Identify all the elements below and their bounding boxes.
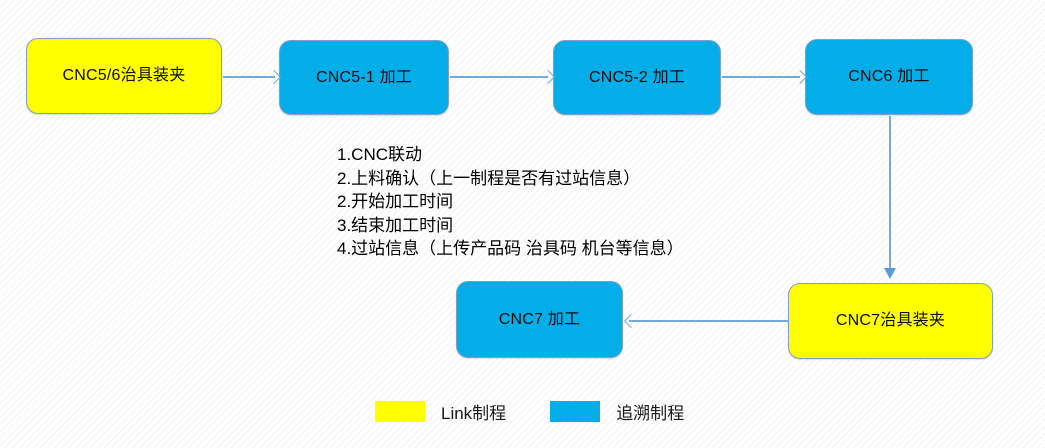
requirements-note: 1.CNC联动 2.上料确认（上一制程是否有过站信息） 2.开始加工时间 3.结… bbox=[337, 143, 684, 261]
node-label: CNC6 加工 bbox=[848, 68, 930, 85]
legend-label: Link制程 bbox=[441, 404, 507, 423]
requirement-line: 2.开始加工时间 bbox=[337, 192, 454, 211]
requirement-line: 1.CNC联动 bbox=[337, 145, 423, 164]
node-label: CNC5-2 加工 bbox=[588, 68, 686, 86]
connector-cnc5-2-to-cnc6 bbox=[722, 76, 800, 78]
node-label: CNC7 加工 bbox=[498, 310, 581, 328]
arrowhead-left-icon bbox=[623, 313, 639, 328]
connector-cnc56fixture-to-cnc5-1 bbox=[223, 76, 275, 78]
legend-item-link-process: Link制程 bbox=[375, 399, 506, 424]
requirement-line: 2.上料确认（上一制程是否有过站信息） bbox=[337, 168, 641, 188]
node-cnc5-1[interactable]: CNC5-1 加工 bbox=[279, 40, 449, 115]
node-cnc7-fixture[interactable]: CNC7治具装夹 bbox=[788, 283, 993, 359]
connector-cnc6-to-cnc7fixture bbox=[889, 116, 891, 272]
node-cnc7-machine[interactable]: CNC7 加工 bbox=[456, 281, 623, 358]
legend-item-trace-process: 追溯制程 bbox=[550, 399, 684, 424]
node-label: CNC5-1 加工 bbox=[315, 68, 413, 86]
legend: Link制程 追溯制程 bbox=[375, 399, 684, 424]
legend-swatch-blue-icon bbox=[550, 401, 601, 422]
node-label: CNC7治具装夹 bbox=[835, 312, 946, 329]
node-cnc56-fixture[interactable]: CNC5/6治具装夹 bbox=[26, 38, 222, 114]
node-cnc6[interactable]: CNC6 加工 bbox=[805, 39, 973, 115]
node-cnc5-2[interactable]: CNC5-2 加工 bbox=[553, 40, 721, 115]
legend-swatch-yellow-icon bbox=[375, 401, 425, 422]
connector-cnc5-1-to-cnc5-2 bbox=[450, 76, 548, 78]
requirement-line: 4.过站信息（上传产品码 治具码 机台等信息） bbox=[337, 239, 684, 258]
legend-label: 追溯制程 bbox=[616, 404, 685, 423]
requirement-line: 3.结束加工时间 bbox=[337, 215, 454, 235]
connector-cnc7fixture-to-cnc7machine bbox=[629, 320, 789, 322]
arrowhead-down-icon bbox=[884, 268, 896, 279]
node-label: CNC5/6治具装夹 bbox=[62, 67, 186, 84]
